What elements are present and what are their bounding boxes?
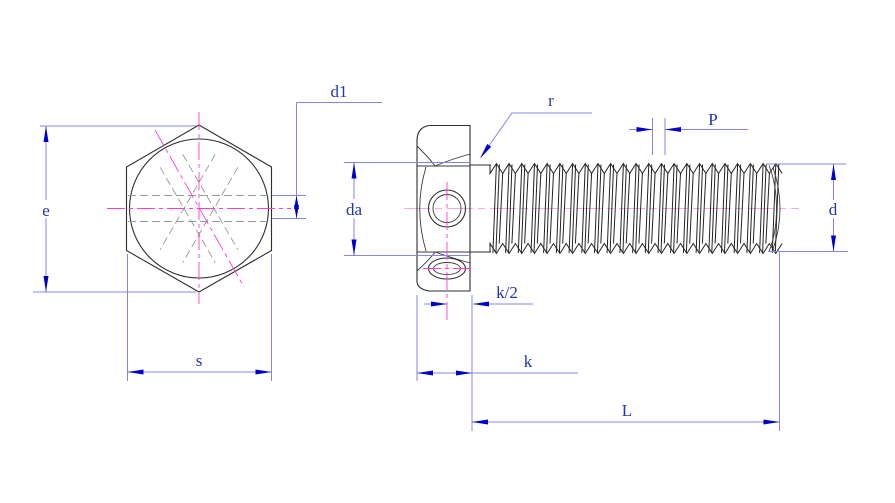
- head-outline: [416, 124, 471, 292]
- dim-label-P: P: [708, 110, 717, 129]
- dimension-da: da: [342, 162, 471, 256]
- dimension-k: k: [416, 295, 578, 431]
- dim-label-L: L: [622, 401, 632, 420]
- dimension-r: r: [480, 91, 592, 159]
- lockwire-hole-hidden-lines: [128, 154, 270, 263]
- dim-label-d: d: [829, 200, 838, 219]
- dim-label-k: k: [524, 352, 533, 371]
- dim-label-r: r: [548, 91, 554, 110]
- dimension-k-half: k/2: [424, 283, 533, 307]
- dimension-d1: d1: [272, 82, 382, 219]
- front-view-centerlines: [107, 112, 291, 304]
- dim-label-d1: d1: [331, 82, 348, 101]
- dimension-P: P: [629, 110, 748, 155]
- dimension-d: d: [766, 163, 848, 252]
- hex-head-front-view: [107, 112, 291, 304]
- dimension-s: s: [127, 254, 272, 381]
- dim-label-e: e: [42, 201, 50, 220]
- dim-label-s: s: [196, 351, 203, 370]
- dim-label-da: da: [346, 200, 363, 219]
- thread-pattern: [489, 162, 783, 255]
- bolt-side-view: [404, 124, 799, 320]
- dimension-L: L: [472, 251, 780, 431]
- dim-label-k-half: k/2: [496, 283, 518, 302]
- hex-head-side: [416, 124, 471, 320]
- dimension-e: e: [33, 125, 196, 293]
